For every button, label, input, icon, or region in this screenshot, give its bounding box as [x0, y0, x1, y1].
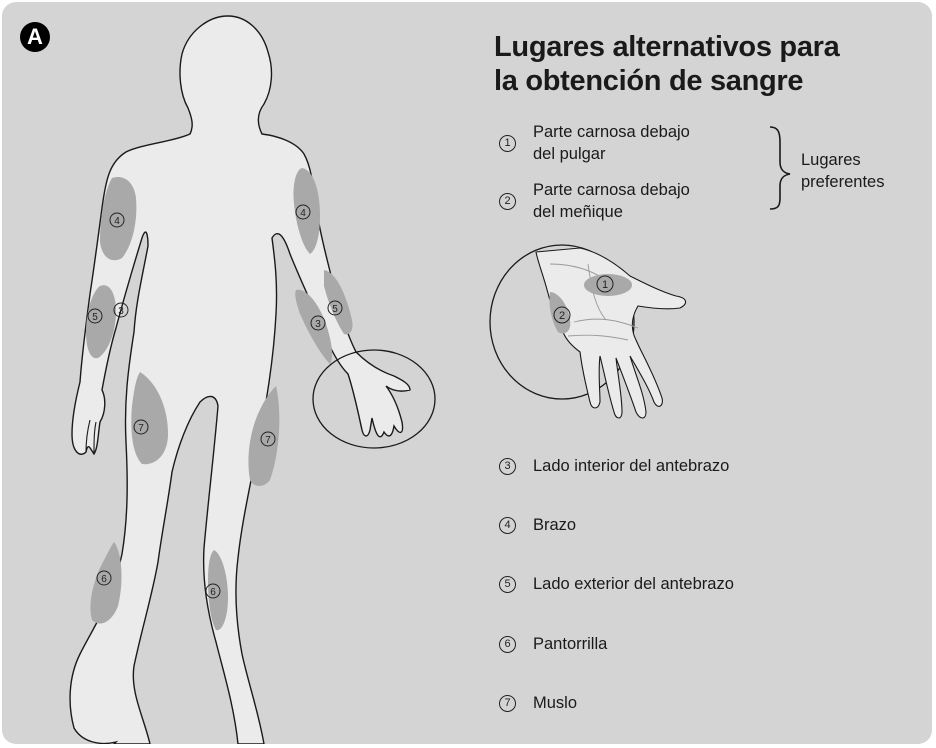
preferred-label-line-2: preferentes [801, 173, 885, 191]
svg-text:6: 6 [101, 574, 107, 585]
number-circle-4: 4 [499, 517, 516, 534]
site-4-label: Brazo [533, 516, 577, 534]
body-silhouette [69, 15, 411, 744]
site-6-right-calf [208, 550, 228, 631]
site-2-label-line-1: Parte carnosa debajo [533, 181, 690, 199]
preferred-label-line-1: Lugares [801, 151, 861, 169]
marker-1-palm: 1 [596, 275, 614, 293]
site-4-left-arm [100, 176, 137, 261]
svg-text:6: 6 [210, 587, 216, 598]
site-6-label: Pantorrilla [533, 635, 608, 653]
svg-text:2: 2 [559, 310, 565, 322]
marker-5-right: 5 [327, 300, 343, 316]
site-3-label: Lado interior del antebrazo [533, 457, 730, 475]
site-6-left-calf [90, 542, 122, 624]
title-line-1: Lugares alternativos para [494, 31, 840, 63]
svg-text:4: 4 [114, 216, 120, 227]
svg-text:7: 7 [265, 435, 271, 446]
body-site-shading [86, 168, 353, 631]
number-circle-1: 1 [499, 135, 516, 152]
site-7-right-thigh [248, 386, 280, 486]
figure-label-badge: A [20, 22, 50, 52]
site-2-little-finger-pad [549, 292, 571, 334]
site-7-label: Muslo [533, 694, 578, 712]
palm-inset-circle [489, 244, 635, 400]
number-circle-5: 5 [499, 576, 516, 593]
title-line-2: la obtención de sangre [494, 65, 804, 97]
svg-text:5: 5 [92, 312, 98, 323]
number-circle-7: 7 [499, 695, 516, 712]
marker-4-right: 4 [295, 204, 311, 220]
site-5-label: Lado exterior del antebrazo [533, 575, 734, 593]
marker-2-palm: 2 [553, 306, 571, 324]
svg-text:5: 5 [332, 304, 338, 315]
svg-text:1: 1 [602, 279, 608, 291]
site-3-right-forearm [295, 289, 333, 364]
site-1-label-line-1: Parte carnosa debajo [533, 123, 690, 141]
right-hand-magnifier-circle [312, 349, 436, 449]
site-2-label-line-2: del meñique [533, 203, 623, 221]
preferred-sites-brace [769, 126, 791, 210]
site-5-left-forearm [86, 285, 116, 359]
palm-creases [549, 263, 639, 341]
marker-7-left: 7 [133, 419, 149, 435]
number-circle-2: 2 [499, 193, 516, 210]
palm-detail-inset: 1 2 [489, 244, 687, 419]
marker-6-left: 6 [96, 570, 112, 586]
marker-5-left: 5 [87, 308, 103, 324]
marker-6-right: 6 [205, 583, 221, 599]
page-title: Lugares alternativos para la obtención d… [494, 30, 840, 98]
site-4-right-arm [293, 168, 320, 254]
number-circle-3: 3 [499, 458, 516, 475]
svg-text:3: 3 [315, 319, 321, 330]
svg-text:3: 3 [118, 306, 124, 317]
marker-7-right: 7 [260, 431, 276, 447]
body-site-markers: 4 4 5 3 5 3 7 [87, 204, 343, 599]
site-1-label-line-2: del pulgar [533, 145, 606, 163]
marker-3-left: 3 [113, 302, 129, 318]
svg-text:4: 4 [300, 208, 306, 219]
palm-outline [535, 247, 687, 419]
number-circle-6: 6 [499, 636, 516, 653]
site-1-thumb-pad [584, 274, 632, 296]
marker-3-right: 3 [310, 315, 326, 331]
svg-text:7: 7 [138, 423, 144, 434]
left-hand-fingers [85, 419, 97, 455]
marker-4-left: 4 [109, 212, 125, 228]
site-7-left-thigh [131, 372, 168, 465]
